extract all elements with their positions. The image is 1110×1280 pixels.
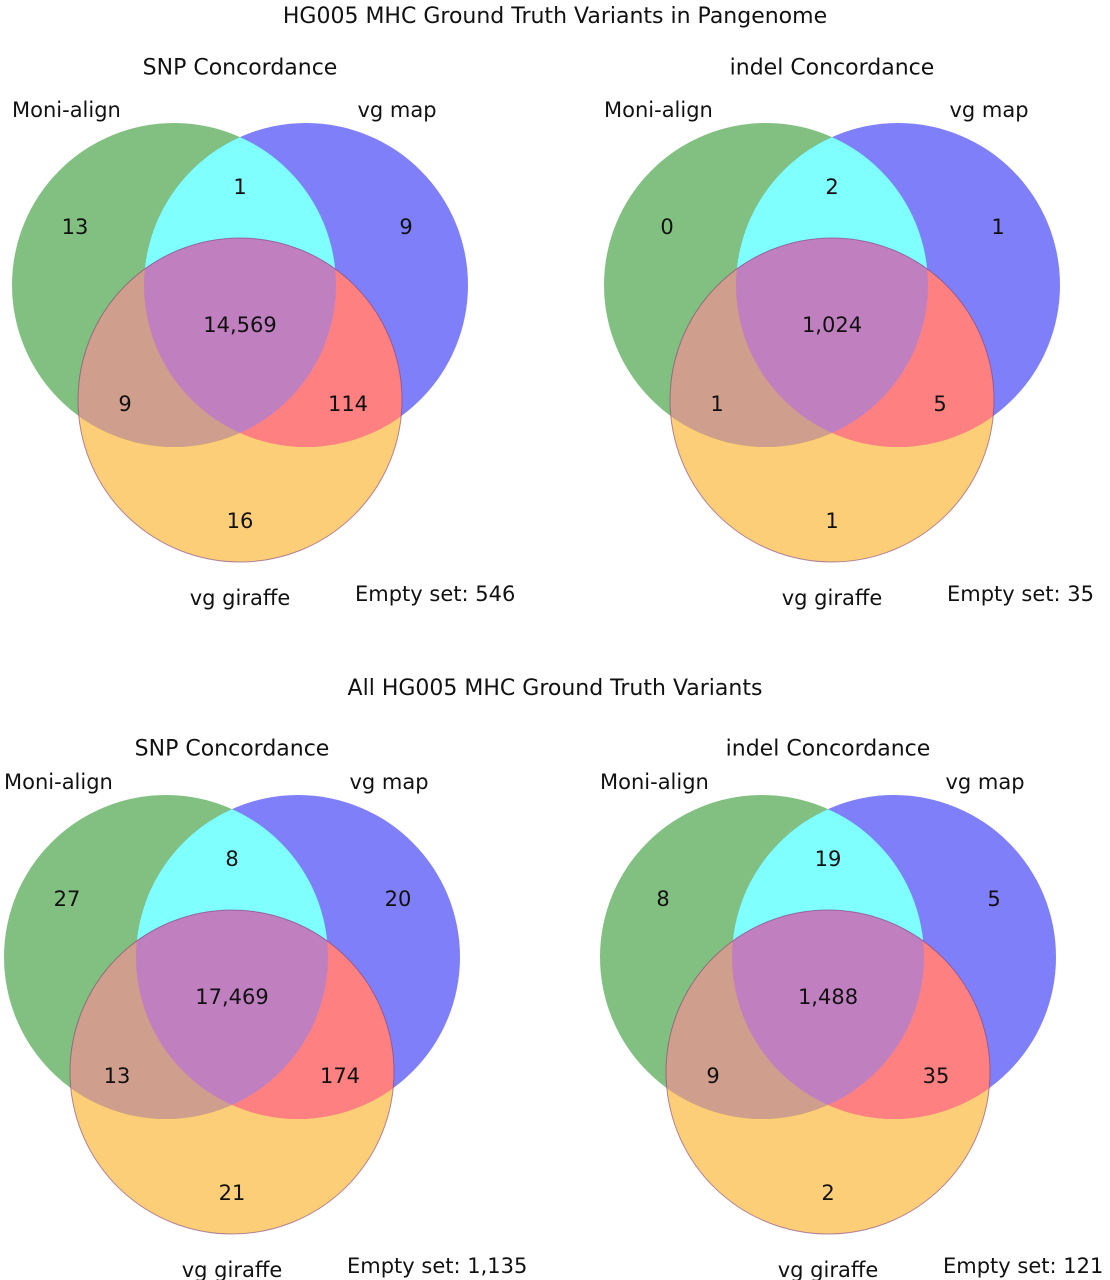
set-label-moni-align: Moni-align	[12, 98, 121, 122]
count-moni-vgmap: 19	[815, 847, 842, 871]
venn-region-all-three	[736, 238, 928, 447]
count-moni-giraffe: 9	[118, 392, 131, 416]
count-moni-vgmap: 2	[825, 175, 838, 199]
count-vg-giraffe-only: 16	[227, 509, 254, 533]
count-moni-align-only: 27	[54, 887, 81, 911]
empty-set-label: Empty set: 121	[943, 1254, 1103, 1278]
count-all-three: 17,469	[195, 985, 268, 1009]
count-vg-map-only: 5	[987, 887, 1000, 911]
panel-title-pangenome-snp: SNP Concordance	[143, 56, 338, 81]
set-label-vg-giraffe: vg giraffe	[182, 1258, 283, 1280]
venn-region-all-three	[136, 910, 328, 1119]
empty-set-label: Empty set: 1,135	[347, 1254, 527, 1278]
count-all-three: 1,488	[798, 985, 858, 1009]
count-vg-map-only: 20	[385, 887, 412, 911]
count-moni-vgmap: 8	[225, 847, 238, 871]
set-label-moni-align: Moni-align	[600, 770, 709, 794]
set-label-vg-giraffe: vg giraffe	[782, 586, 883, 610]
count-moni-align-only: 0	[660, 215, 673, 239]
set-label-vg-map: vg map	[357, 98, 436, 122]
set-label-vg-map: vg map	[945, 770, 1024, 794]
count-moni-giraffe: 1	[710, 392, 723, 416]
venn-region-all-three	[144, 238, 336, 447]
set-label-vg-map: vg map	[349, 770, 428, 794]
panel-title-all-variants-indel: indel Concordance	[726, 737, 931, 762]
count-all-three: 1,024	[802, 313, 862, 337]
count-vg-giraffe-only: 1	[825, 509, 838, 533]
count-vg-giraffe-only: 2	[821, 1181, 834, 1205]
empty-set-label: Empty set: 546	[355, 582, 515, 606]
section-title-pangenome: HG005 MHC Ground Truth Variants in Pange…	[283, 4, 827, 29]
count-vg-map-only: 1	[991, 215, 1004, 239]
count-vgmap-giraffe: 35	[923, 1064, 950, 1088]
count-all-three: 14,569	[203, 313, 276, 337]
count-vgmap-giraffe: 174	[320, 1064, 360, 1088]
venn-region-all-three	[732, 910, 924, 1119]
set-label-vg-giraffe: vg giraffe	[778, 1258, 879, 1280]
set-label-moni-align: Moni-align	[4, 770, 113, 794]
count-moni-vgmap: 1	[233, 175, 246, 199]
count-vgmap-giraffe: 5	[933, 392, 946, 416]
count-vg-giraffe-only: 21	[219, 1181, 246, 1205]
count-vg-map-only: 9	[399, 215, 412, 239]
set-label-vg-map: vg map	[949, 98, 1028, 122]
panel-title-all-variants-snp: SNP Concordance	[135, 737, 330, 762]
count-moni-align-only: 13	[62, 215, 89, 239]
count-moni-giraffe: 13	[104, 1064, 131, 1088]
set-label-vg-giraffe: vg giraffe	[190, 586, 291, 610]
count-vgmap-giraffe: 114	[328, 392, 368, 416]
panel-title-pangenome-indel: indel Concordance	[730, 56, 935, 81]
count-moni-align-only: 8	[656, 887, 669, 911]
count-moni-giraffe: 9	[706, 1064, 719, 1088]
section-title-all-variants: All HG005 MHC Ground Truth Variants	[348, 676, 763, 701]
set-label-moni-align: Moni-align	[604, 98, 713, 122]
empty-set-label: Empty set: 35	[947, 582, 1094, 606]
